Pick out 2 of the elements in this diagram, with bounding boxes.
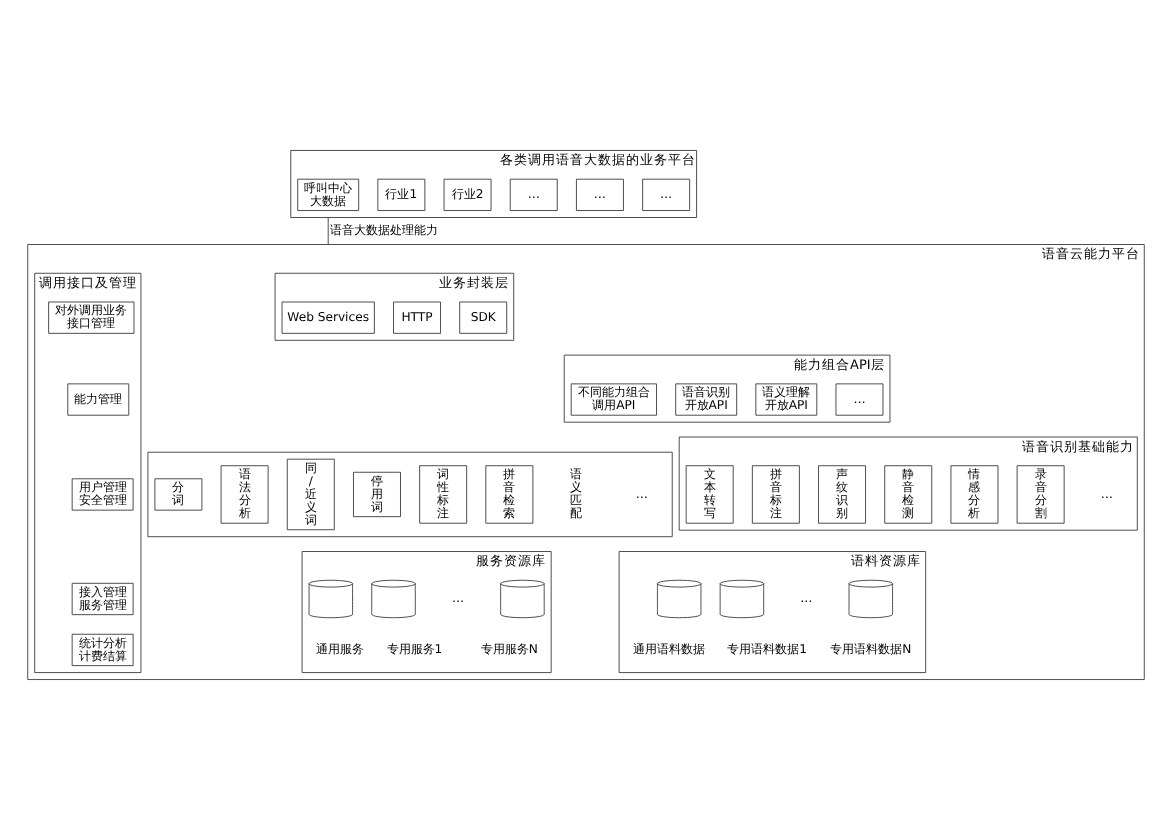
connector: [327, 217, 329, 245]
cluster: [147, 451, 673, 538]
